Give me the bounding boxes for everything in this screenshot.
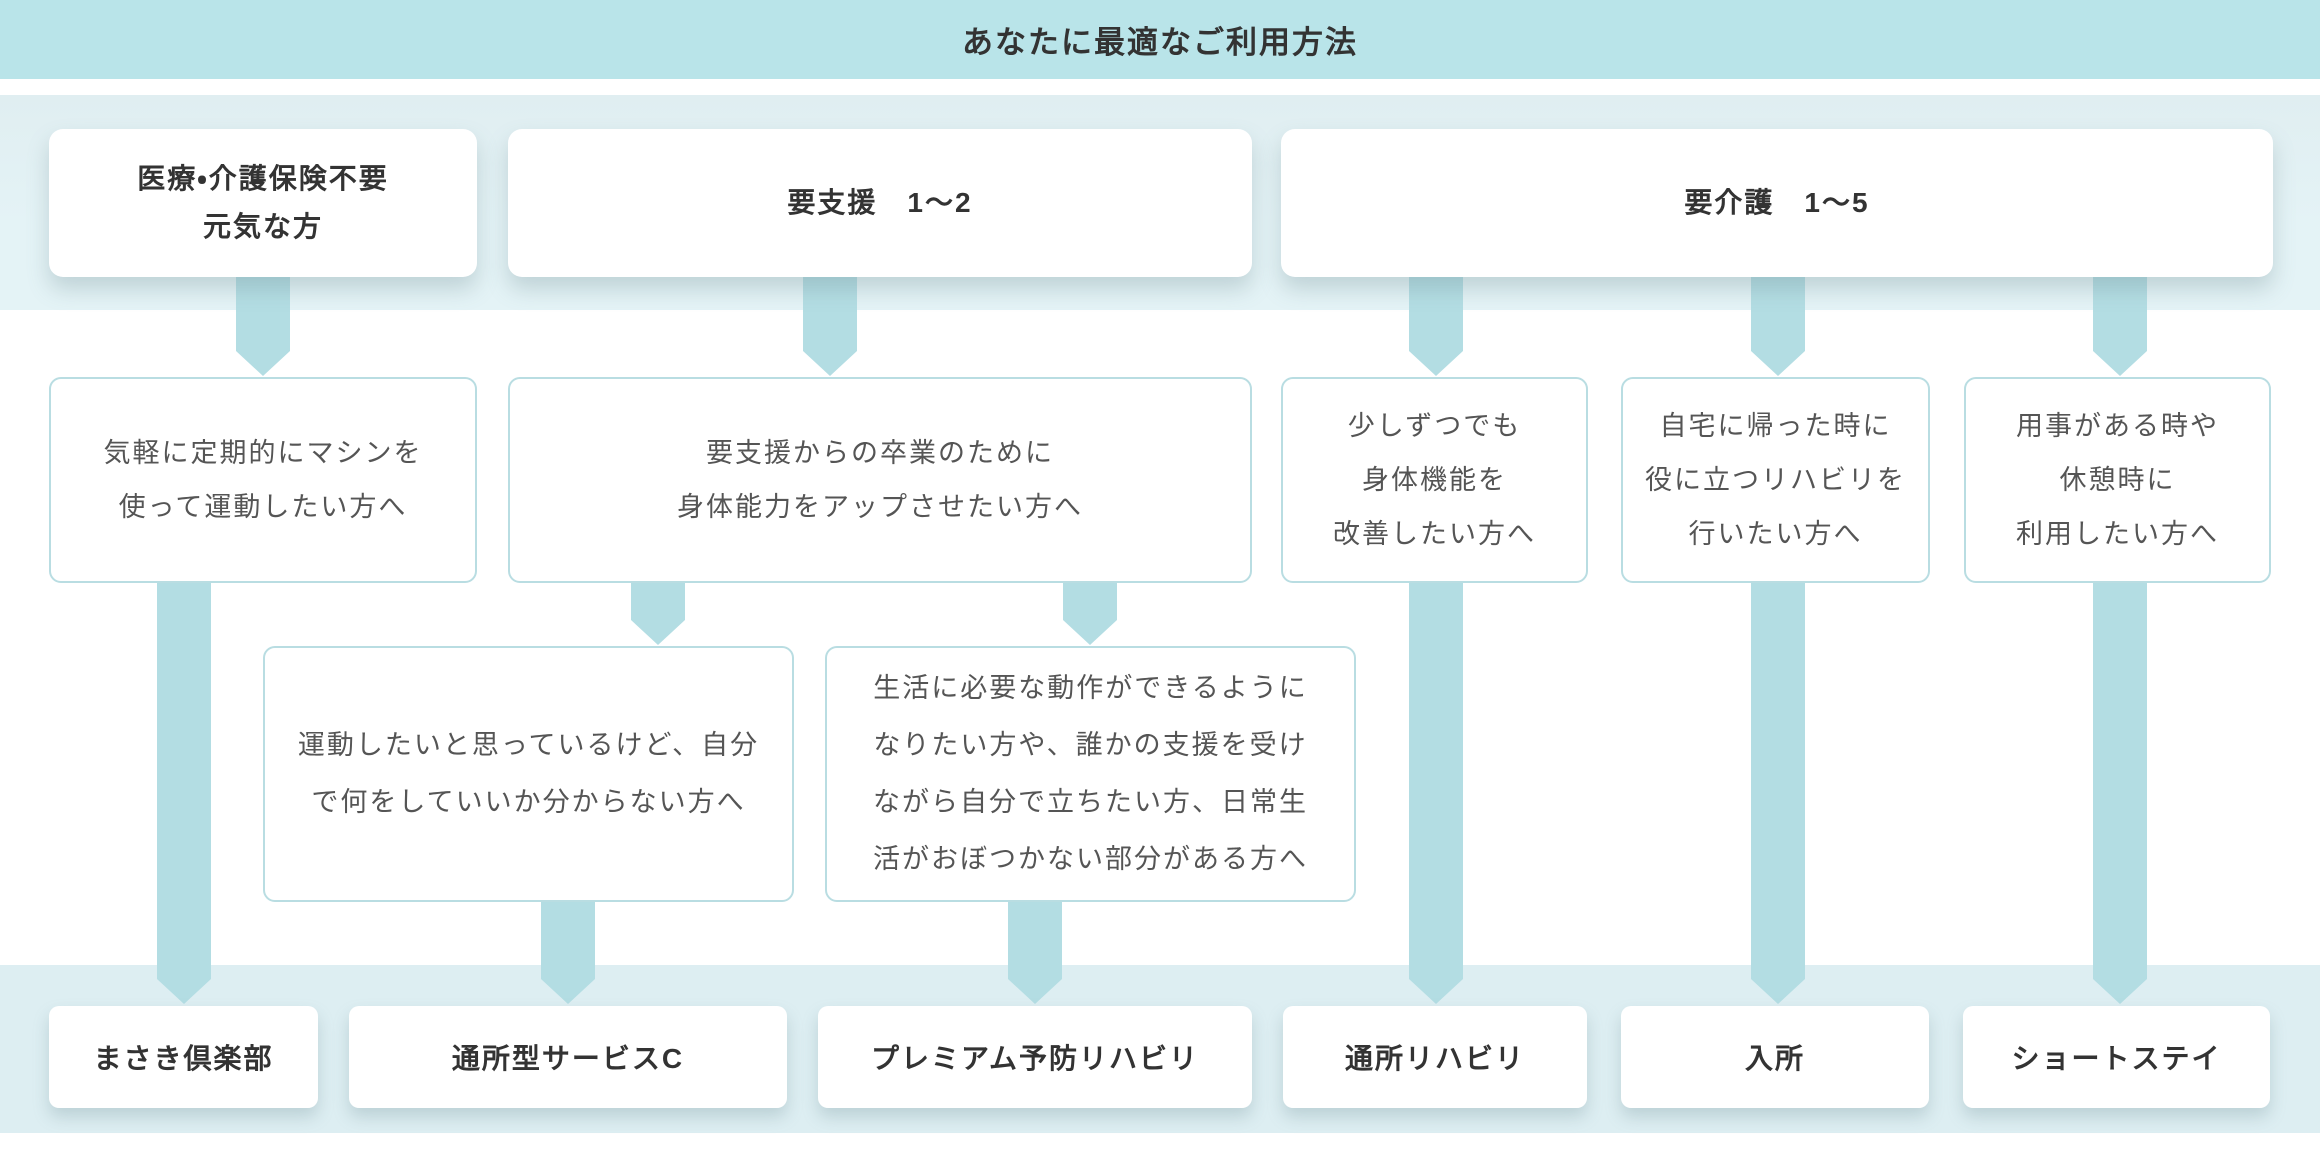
audience-line: 利用したい方へ xyxy=(2016,519,2219,549)
service-label: 通所リハビリ xyxy=(1344,1043,1525,1074)
audience-line: 行いたい方へ xyxy=(1688,519,1863,549)
service-box-day-rehab: 通所リハビリ xyxy=(1283,1006,1587,1108)
service-box-short-stay: ショートステイ xyxy=(1963,1006,2270,1108)
sub-audience-line: なりたい方や、誰かの支援を受け xyxy=(873,729,1308,760)
sub-audience-box-daily-living-actions: 生活に必要な動作ができるように なりたい方や、誰かの支援を受け ながら自分で立ち… xyxy=(825,646,1356,902)
category-box-no-insurance: 医療・介護保険不要 元気な方 xyxy=(49,129,477,277)
audience-box-improve-function: 少しずつでも 身体機能を 改善したい方へ xyxy=(1281,377,1588,583)
arrow-down-icon xyxy=(2093,583,2147,1004)
category-box-care-1-5: 要介護 1〜5 xyxy=(1281,129,2273,277)
service-box-admission: 入所 xyxy=(1621,1006,1929,1108)
audience-line: 改善したい方へ xyxy=(1333,519,1536,549)
audience-line: 気軽に定期的にマシンを xyxy=(103,438,423,468)
service-label: ショートステイ xyxy=(2011,1043,2222,1074)
service-label: プレミアム予防リハビリ xyxy=(870,1043,1200,1074)
audience-line: 身体能力をアップさせたい方へ xyxy=(677,492,1083,522)
audience-line: 身体機能を xyxy=(1362,465,1507,495)
audience-line: 役に立つリハビリを xyxy=(1645,465,1906,495)
sub-audience-line: で何をしていいか分からない方へ xyxy=(311,787,746,817)
category-line: 医療・介護保険不要 xyxy=(137,163,389,195)
audience-box-errand-rest: 用事がある時や 休憩時に 利用したい方へ xyxy=(1964,377,2271,583)
page-title: あなたに最適なご利用方法 xyxy=(962,25,1358,60)
audience-line: 用事がある時や xyxy=(2016,411,2219,441)
arrow-down-icon xyxy=(157,583,211,1004)
arrow-down-icon xyxy=(541,902,595,1004)
category-line: 元気な方 xyxy=(202,211,323,242)
arrow-down-icon xyxy=(1751,277,1805,376)
audience-line: 自宅に帰った時に xyxy=(1659,411,1892,441)
arrow-down-icon xyxy=(1409,583,1463,1004)
audience-line: 使って運動したい方へ xyxy=(118,492,408,522)
arrow-down-icon xyxy=(1063,583,1117,645)
category-box-support-1-2: 要支援 1〜2 xyxy=(508,129,1252,277)
audience-line: 少しずつでも xyxy=(1347,411,1522,441)
sub-audience-box-dont-know-what-to-do: 運動したいと思っているけど、自分 で何をしていいか分からない方へ xyxy=(263,646,794,902)
category-line: 要支援 1〜2 xyxy=(787,187,973,219)
service-label: まさき倶楽部 xyxy=(93,1043,274,1074)
sub-audience-line: 活がおぼつかない部分がある方へ xyxy=(873,844,1308,875)
sub-audience-line: ながら自分で立ちたい方、日常生 xyxy=(873,787,1308,817)
audience-box-machine-exercise: 気軽に定期的にマシンを 使って運動したい方へ xyxy=(49,377,477,583)
audience-line: 要支援からの卒業のために xyxy=(706,438,1054,468)
arrow-down-icon xyxy=(803,277,857,376)
arrow-down-icon xyxy=(1751,583,1805,1004)
arrow-down-icon xyxy=(2093,277,2147,376)
sub-audience-line: 生活に必要な動作ができるように xyxy=(873,672,1308,703)
sub-audience-line: 運動したいと思っているけど、自分 xyxy=(297,729,760,760)
service-label: 入所 xyxy=(1744,1043,1805,1074)
service-box-masaki-club: まさき倶楽部 xyxy=(49,1006,318,1108)
category-line: 要介護 1〜5 xyxy=(1684,187,1870,219)
arrow-down-icon xyxy=(631,583,685,645)
audience-line: 休憩時に xyxy=(2059,465,2176,495)
service-label: 通所型サービスC xyxy=(451,1043,685,1074)
arrow-down-icon xyxy=(1008,902,1062,1004)
arrow-down-icon xyxy=(236,277,290,376)
arrow-down-icon xyxy=(1409,277,1463,376)
audience-box-graduate-support: 要支援からの卒業のために 身体能力をアップさせたい方へ xyxy=(508,377,1252,583)
service-box-type-c: 通所型サービスC xyxy=(349,1006,787,1108)
audience-box-home-rehab: 自宅に帰った時に 役に立つリハビリを 行いたい方へ xyxy=(1621,377,1930,583)
service-box-premium-rehab: プレミアム予防リハビリ xyxy=(818,1006,1252,1108)
title-bar: あなたに最適なご利用方法 xyxy=(0,0,2320,79)
